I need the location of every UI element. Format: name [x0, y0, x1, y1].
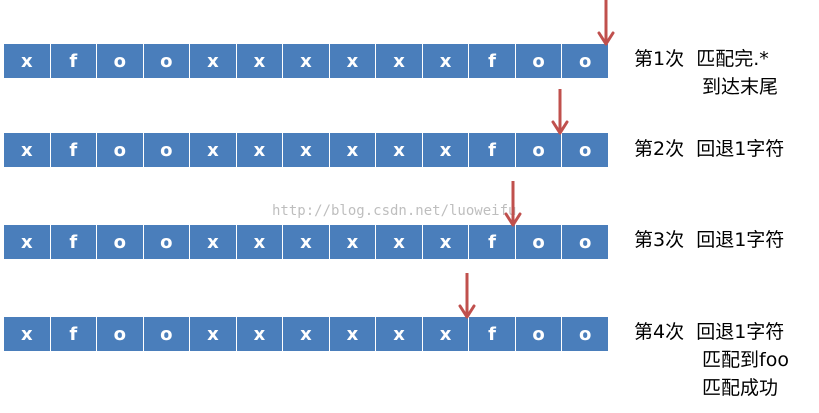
char-cell: f: [50, 133, 98, 167]
char-cell: f: [469, 133, 516, 167]
row-4-line-3: 匹配成功: [702, 377, 779, 399]
char-cell: x: [283, 133, 330, 167]
char-cell: x: [422, 133, 470, 167]
char-cell: o: [143, 133, 191, 167]
char-cell: x: [329, 133, 377, 167]
row-2-step: 第2次: [634, 138, 685, 160]
char-cell: x: [329, 317, 377, 351]
pointer-arrow-icon: [458, 273, 476, 319]
char-cell: x: [283, 317, 330, 351]
char-cell: o: [562, 133, 608, 167]
char-cell: x: [422, 317, 470, 351]
char-cell: o: [515, 317, 563, 351]
char-cell: x: [236, 317, 284, 351]
char-cell: x: [4, 133, 51, 167]
pointer-arrow-icon: [597, 0, 615, 46]
char-cell: o: [97, 317, 144, 351]
char-cell: o: [143, 225, 191, 259]
row-2-label: 第2次 回退1字符: [634, 135, 784, 163]
char-cell: o: [515, 44, 563, 78]
char-cell: x: [236, 133, 284, 167]
char-cell: f: [469, 317, 516, 351]
char-cell: x: [236, 225, 284, 259]
pointer-arrow-icon: [504, 181, 522, 227]
char-cell: f: [469, 44, 516, 78]
char-cell: x: [236, 44, 284, 78]
char-cell: o: [97, 44, 144, 78]
row-1-label: 第1次 匹配完.* 到达末尾: [634, 45, 778, 101]
row-3-line-1: 回退1字符: [696, 229, 785, 251]
char-cell: x: [190, 44, 237, 78]
char-cell: x: [283, 44, 330, 78]
char-cell: x: [376, 317, 423, 351]
char-cell: x: [329, 225, 377, 259]
char-cell: x: [283, 225, 330, 259]
char-cell: o: [143, 44, 191, 78]
row-4-line-2: 匹配到foo: [702, 349, 789, 371]
char-cell: o: [562, 44, 608, 78]
row-1-line-1: 匹配完.*: [696, 48, 769, 70]
char-cell: o: [562, 317, 608, 351]
char-cell: o: [515, 225, 563, 259]
char-cell: o: [143, 317, 191, 351]
char-cell: x: [376, 44, 423, 78]
char-cell: x: [4, 44, 51, 78]
char-cell: x: [422, 225, 470, 259]
row-4-line-1: 回退1字符: [696, 321, 785, 343]
char-cell: f: [50, 317, 98, 351]
row-1-line-2: 到达末尾: [702, 76, 779, 98]
char-cell: o: [562, 225, 608, 259]
char-cell: x: [190, 133, 237, 167]
char-cell: x: [376, 133, 423, 167]
row-4-label: 第4次 回退1字符 匹配到foo 匹配成功: [634, 318, 789, 402]
char-cell: x: [4, 225, 51, 259]
char-cell: o: [515, 133, 563, 167]
pointer-arrow-icon: [551, 89, 569, 135]
char-cell: x: [190, 317, 237, 351]
char-cell: o: [97, 225, 144, 259]
char-cell: f: [469, 225, 516, 259]
row-3-step: 第3次: [634, 229, 685, 251]
row-3-label: 第3次 回退1字符: [634, 226, 784, 254]
char-cell: f: [50, 225, 98, 259]
char-cell: x: [329, 44, 377, 78]
char-cell: f: [50, 44, 98, 78]
watermark-text: http://blog.csdn.net/luoweifu: [272, 203, 517, 219]
char-cell: x: [422, 44, 470, 78]
char-cell: o: [97, 133, 144, 167]
row-4-step: 第4次: [634, 321, 685, 343]
char-cell: x: [4, 317, 51, 351]
row-1-step: 第1次: [634, 48, 685, 70]
char-cell: x: [190, 225, 237, 259]
char-cell: x: [376, 225, 423, 259]
row-2-line-1: 回退1字符: [696, 138, 785, 160]
